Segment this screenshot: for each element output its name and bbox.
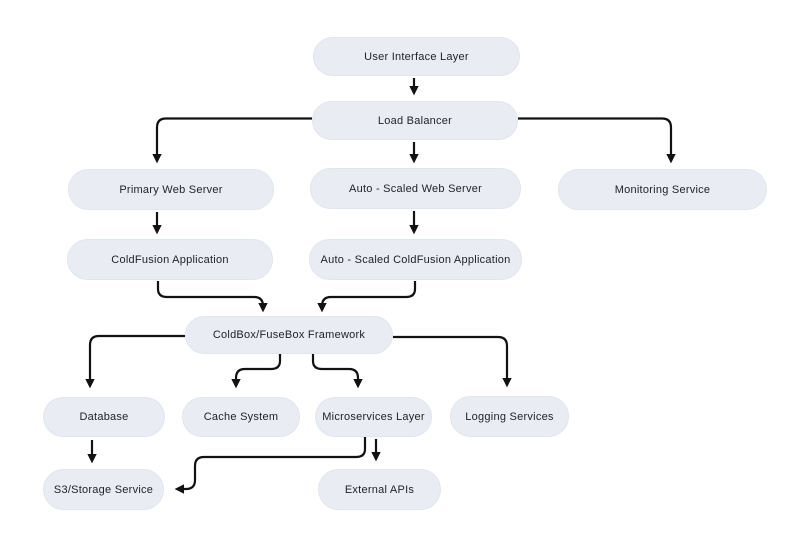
node-label: Monitoring Service [614, 183, 711, 196]
node-logging-services: Logging Services [450, 396, 569, 437]
node-cache-system: Cache System [182, 397, 300, 437]
edge-load-balancer-to-monitoring-service [518, 117, 676, 164]
node-load-balancer: Load Balancer [312, 101, 518, 140]
node-auto-scaled-coldfusion-application: Auto - Scaled ColdFusion Application [309, 239, 522, 280]
node-database: Database [43, 397, 165, 437]
edge-auto-scaled-coldfusion-application-to-coldbox-fusebox-framework [317, 281, 417, 313]
node-microservices-layer: Microservices Layer [315, 397, 432, 437]
edge-coldbox-fusebox-framework-to-microservices-layer [311, 354, 363, 389]
node-label: Auto - Scaled Web Server [349, 182, 482, 195]
node-label: Auto - Scaled ColdFusion Application [320, 253, 511, 266]
edge-group [85, 78, 676, 494]
node-auto-scaled-web-server: Auto - Scaled Web Server [310, 168, 521, 209]
node-label: Database [79, 411, 129, 423]
node-coldfusion-application: ColdFusion Application [67, 239, 273, 280]
edge-coldbox-fusebox-framework-to-logging-services [393, 335, 512, 388]
node-label: Logging Services [465, 410, 554, 423]
node-label: ColdBox/FuseBox Framework [212, 329, 366, 341]
node-s3-storage-service: S3/Storage Service [43, 469, 164, 510]
edge-coldbox-fusebox-framework-to-database [85, 334, 185, 389]
node-coldbox-fusebox-framework: ColdBox/FuseBox Framework [185, 316, 393, 354]
node-user-interface-layer: User Interface Layer [313, 37, 520, 76]
node-label: Cache System [203, 411, 279, 423]
node-label: Load Balancer [377, 114, 453, 127]
node-external-apis: External APIs [318, 469, 441, 510]
node-label: ColdFusion Application [111, 253, 229, 266]
edge-coldbox-fusebox-framework-to-cache-system [231, 354, 282, 389]
node-label: Primary Web Server [119, 183, 223, 196]
edge-load-balancer-to-primary-web-server [152, 117, 312, 164]
edge-coldfusion-application-to-coldbox-fusebox-framework [156, 281, 268, 313]
node-primary-web-server: Primary Web Server [68, 169, 274, 210]
node-label: Microservices Layer [322, 411, 425, 423]
node-label: User Interface Layer [364, 50, 469, 63]
node-label: External APIs [344, 483, 415, 496]
edge-microservices-layer-to-s3-storage-service [174, 437, 367, 494]
node-monitoring-service: Monitoring Service [558, 169, 767, 210]
node-label: S3/Storage Service [53, 483, 154, 496]
